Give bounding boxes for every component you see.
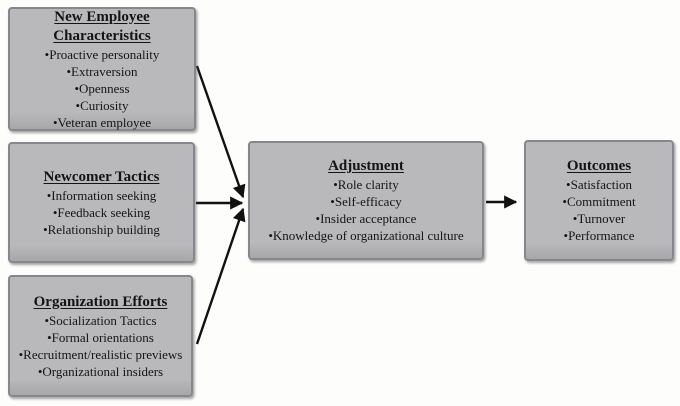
list-item: •Performance: [563, 228, 635, 243]
list-item: •Information seeking: [46, 187, 157, 203]
arrow-efforts-to-adjustment: [195, 207, 246, 345]
list-item: •Proactive personality: [44, 46, 160, 62]
list-item: •Recruitment/realistic previews: [18, 346, 183, 362]
arrow-characteristics-to-adjustment: [195, 65, 246, 199]
list-item: •Satisfaction: [566, 177, 632, 192]
list-item: •Openness: [74, 80, 130, 96]
list-item: •Role clarity: [333, 177, 399, 192]
list-item: •Formal orientations: [47, 329, 154, 345]
box-item-list: •Information seeking•Feedback seeking•Re…: [13, 187, 190, 238]
list-item: •Insider acceptance: [315, 211, 417, 226]
list-item: •Socialization Tactics: [44, 312, 157, 328]
list-item: •Veteran employee: [52, 114, 152, 130]
list-item: •Feedback seeking: [52, 204, 151, 220]
box-outcomes: Outcomes •Satisfaction •Commitment •Turnov…: [524, 140, 674, 261]
list-item: •Curiosity: [75, 97, 129, 113]
box-item-list: •Proactive personality•Extraversion•Open…: [13, 46, 191, 131]
box-title: Outcomes: [566, 158, 632, 174]
list-item: •Commitment: [562, 194, 636, 209]
list-item: •Self-efficacy: [330, 194, 402, 209]
list-item: •Relationship building: [43, 221, 160, 237]
box-title: Newcomer Tactics: [43, 168, 160, 185]
box-newcomer-tactics: Newcomer Tactics •Information seeking•Fe…: [8, 142, 195, 263]
box-title: Adjustment: [328, 158, 404, 174]
box-adjustment: Adjustment •Role clarity •Self-efficacy •I…: [248, 141, 484, 260]
list-item: •Organizational insiders: [37, 363, 164, 379]
box-item-list: •Satisfaction •Commitment •Turnover •Perfor…: [529, 176, 669, 244]
box-organization-efforts: Organization Efforts •Socialization Tact…: [8, 275, 193, 397]
box-new-employee-characteristics: New Employee Characteristics •Proactive …: [8, 7, 196, 131]
box-item-list: •Socialization Tactics•Formal orientatio…: [13, 312, 188, 380]
box-title: Organization Efforts: [33, 293, 168, 310]
box-item-list: •Role clarity •Self-efficacy •Insider acce…: [253, 176, 479, 244]
list-item: •Turnover: [572, 211, 626, 226]
list-item: •Knowledge of organizational culture: [268, 228, 464, 243]
box-title: New Employee Characteristics: [53, 8, 151, 44]
list-item: •Extraversion: [66, 63, 138, 79]
